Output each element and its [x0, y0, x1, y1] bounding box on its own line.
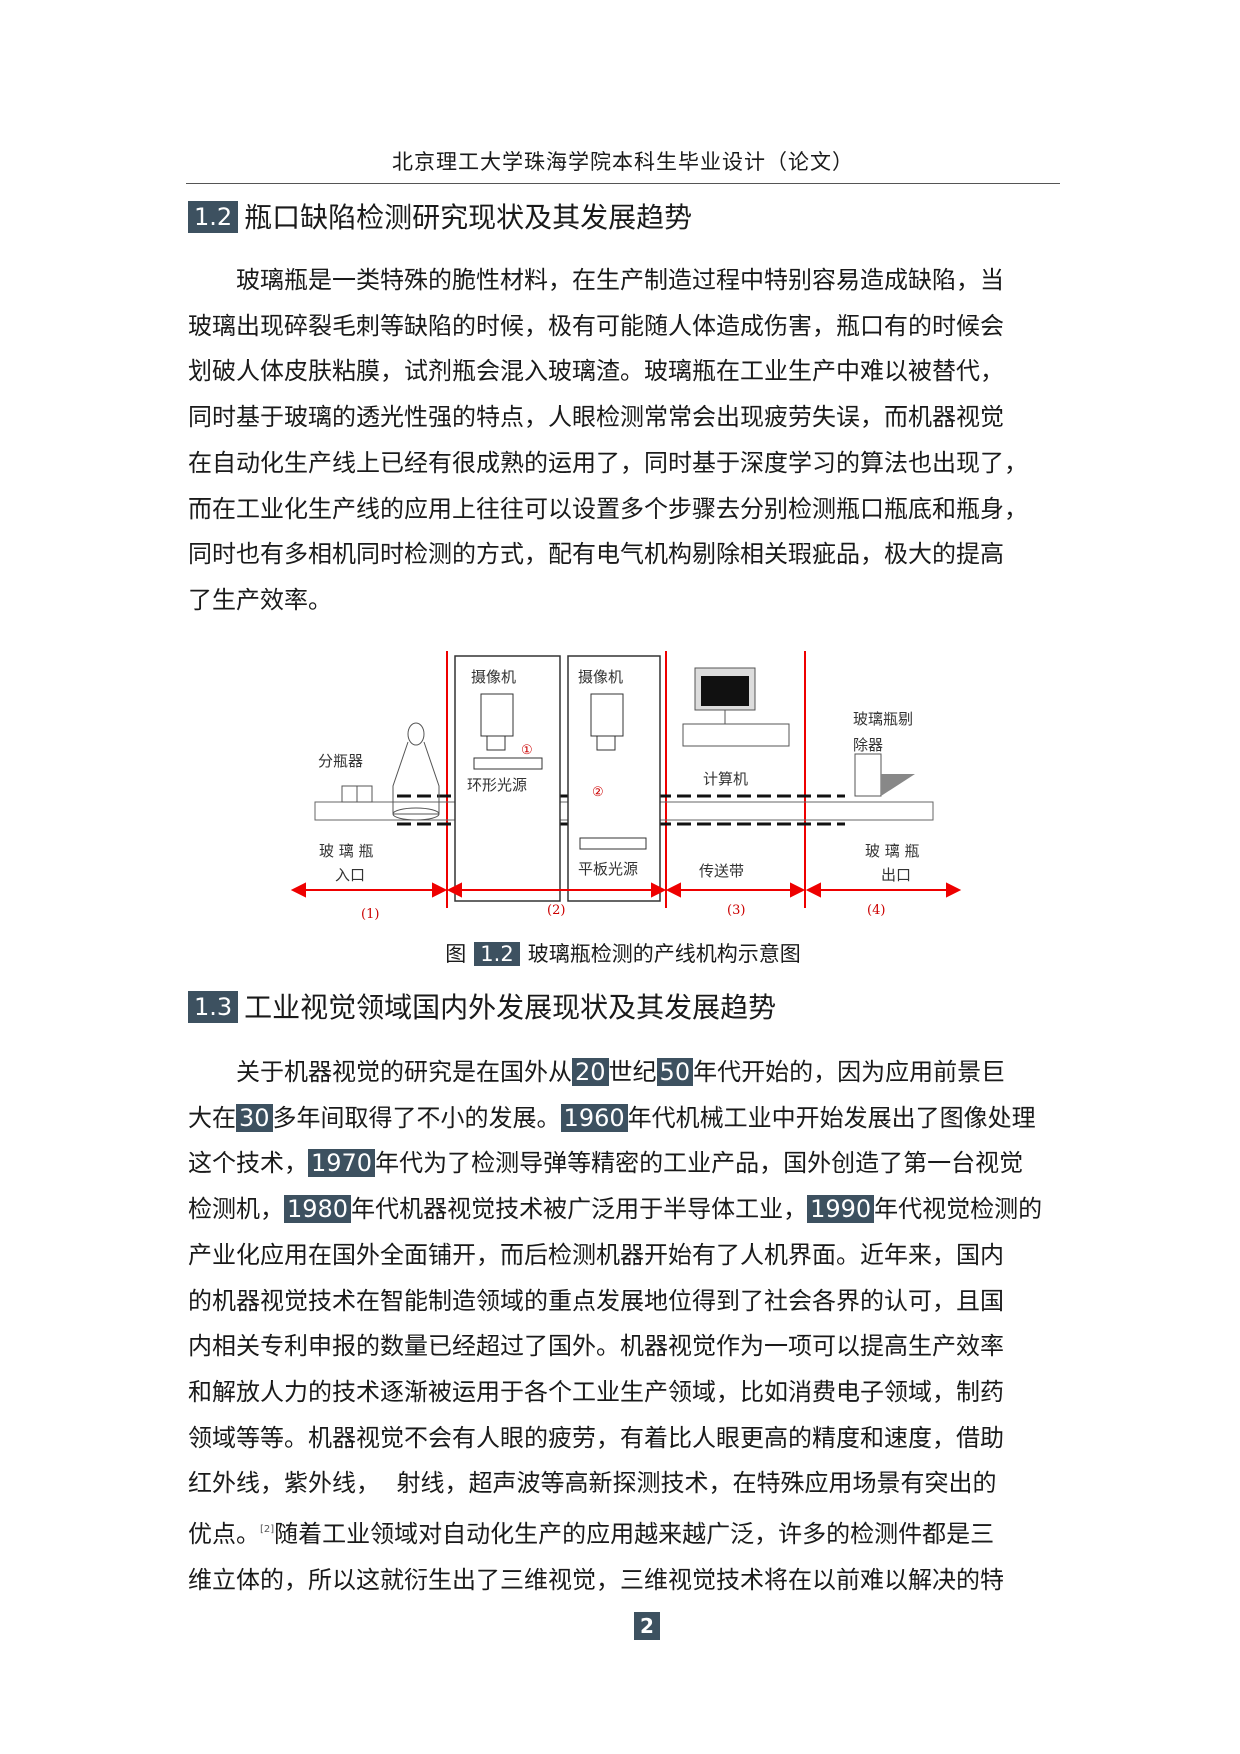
text-line: 同时也有多相机同时检测的方式，配有电气机构剔除相关瑕疵品，极大的提高	[188, 540, 1004, 569]
year-number: 1960	[560, 1103, 628, 1132]
text-line: 了生产效率。	[188, 585, 332, 614]
flat-light-icon	[579, 837, 647, 850]
page-number: 2	[634, 1612, 660, 1640]
figure-caption: 图 1.2 玻璃瓶检测的产线机构示意图	[186, 938, 1060, 968]
ring-light-icon	[473, 757, 543, 770]
year-number: 30	[236, 1103, 273, 1132]
camera-1-label: 摄像机	[471, 668, 516, 686]
year-number: 1990	[807, 1195, 875, 1224]
text-line: 产业化应用在国外全面铺开，而后检测机器开始有了人机界面。近年来，国内	[188, 1240, 1004, 1269]
text-line: 同时基于玻璃的透光性强的特点，人眼检测常常会出现疲劳失误，而机器视觉	[188, 403, 1004, 432]
camera-2-icon	[590, 693, 624, 737]
year-number: 1980	[284, 1195, 352, 1224]
camera-1-icon	[480, 693, 514, 737]
text-line: 和解放人力的技术逐渐被运用于各个工业生产领域，比如消费电子领域，制药	[188, 1377, 1004, 1406]
zone-1-label: (1)	[361, 907, 379, 922]
exit-label-line2: 出口	[881, 866, 911, 884]
entry-label-line1: 玻 璃 瓶	[319, 842, 374, 860]
bottle-icon	[392, 741, 440, 815]
year-number: 20	[572, 1058, 609, 1086]
marker-1: ①	[521, 743, 533, 758]
zone-4-label: (4)	[867, 903, 885, 918]
production-line-figure: 分瓶器 摄像机 ① 环形光源 摄像机 ② 平板光源 计算机 传送带 玻璃瓶剔 除…	[285, 646, 965, 926]
caption-text: 玻璃瓶检测的产线机构示意图	[527, 942, 801, 966]
computer-keyboard-icon	[682, 723, 790, 747]
year-number: 50	[656, 1058, 694, 1086]
camera-2-label: 摄像机	[578, 668, 623, 686]
zone-3-label: (3)	[727, 903, 745, 918]
section-title: 工业视觉领域国内外发展现状及其发展趋势	[244, 991, 777, 1024]
x-ray-letter: X	[380, 1469, 397, 1498]
rejector-label-line2: 除器	[853, 736, 883, 754]
text-line: 优点。[2]随着工业领域对自动化生产的应用越来越广泛，许多的检测件都是三	[188, 1520, 995, 1549]
text-line: 在自动化生产线上已经有很成熟的运用了，同时基于深度学习的算法也出现了，	[188, 448, 1028, 477]
splitter-label: 分瓶器	[318, 752, 363, 770]
header-rule	[186, 183, 1060, 184]
text-line: 玻璃出现碎裂毛刺等缺陷的时候，极有可能随人体造成伤害，瓶口有的时候会	[188, 311, 1004, 340]
text-line: 红外线，紫外线，X射线，超声波等高新探测技术，在特殊应用场景有突出的	[188, 1469, 997, 1498]
computer-label: 计算机	[703, 770, 748, 788]
citation-ref[interactable]: [2]	[260, 1524, 275, 1536]
year-number: 1970	[308, 1149, 376, 1178]
section-number: 1.2	[188, 201, 239, 233]
caption-number: 1.2	[474, 942, 520, 966]
marker-2: ②	[592, 785, 604, 800]
section-number: 1.3	[188, 991, 239, 1023]
caption-prefix: 图	[445, 942, 467, 966]
text-line: 划破人体皮肤粘膜，试剂瓶会混入玻璃渣。玻璃瓶在工业生产中难以被替代，	[188, 357, 1004, 386]
text-line: 维立体的，所以这就衍生出了三维视觉，三维视觉技术将在以前难以解决的特	[188, 1565, 1004, 1594]
page-header: 北京理工大学珠海学院本科生毕业设计（论文）	[392, 150, 854, 174]
ring-light-label: 环形光源	[467, 776, 527, 794]
text-line: 的机器视觉技术在智能制造领域的重点发展地位得到了社会各界的认可，且国	[188, 1286, 1004, 1315]
text-line: 玻璃瓶是一类特殊的脆性材料，在生产制造过程中特别容易造成缺陷，当	[236, 266, 1004, 294]
entry-label-line2: 入口	[335, 866, 365, 884]
text-line: 内相关专利申报的数量已经超过了国外。机器视觉作为一项可以提高生产效率	[188, 1332, 1004, 1361]
zone-arrows	[290, 882, 962, 898]
section-title: 瓶口缺陷检测研究现状及其发展趋势	[244, 201, 693, 234]
zone-2-label: (2)	[547, 903, 565, 918]
exit-label-line1: 玻 璃 瓶	[865, 842, 920, 860]
text-line: 而在工业化生产线的应用上往往可以设置多个步骤去分别检测瓶口瓶底和瓶身，	[188, 494, 1028, 523]
conveyor-label: 传送带	[699, 862, 744, 880]
rejector-icon	[854, 753, 882, 797]
flat-light-label: 平板光源	[578, 860, 638, 878]
text-line: 领域等等。机器视觉不会有人眼的疲劳，有着比人眼更高的精度和速度，借助	[188, 1423, 1004, 1452]
bottle-neck	[407, 722, 425, 746]
production-line-diagram: 分瓶器 摄像机 ① 环形光源 摄像机 ② 平板光源 计算机 传送带 玻璃瓶剔 除…	[290, 651, 962, 922]
paragraph-1-2: 玻璃瓶是一类特殊的脆性材料，在生产制造过程中特别容易造成缺陷，当 玻璃出现碎裂毛…	[188, 258, 1088, 624]
rejector-label-line1: 玻璃瓶剔	[853, 710, 913, 728]
